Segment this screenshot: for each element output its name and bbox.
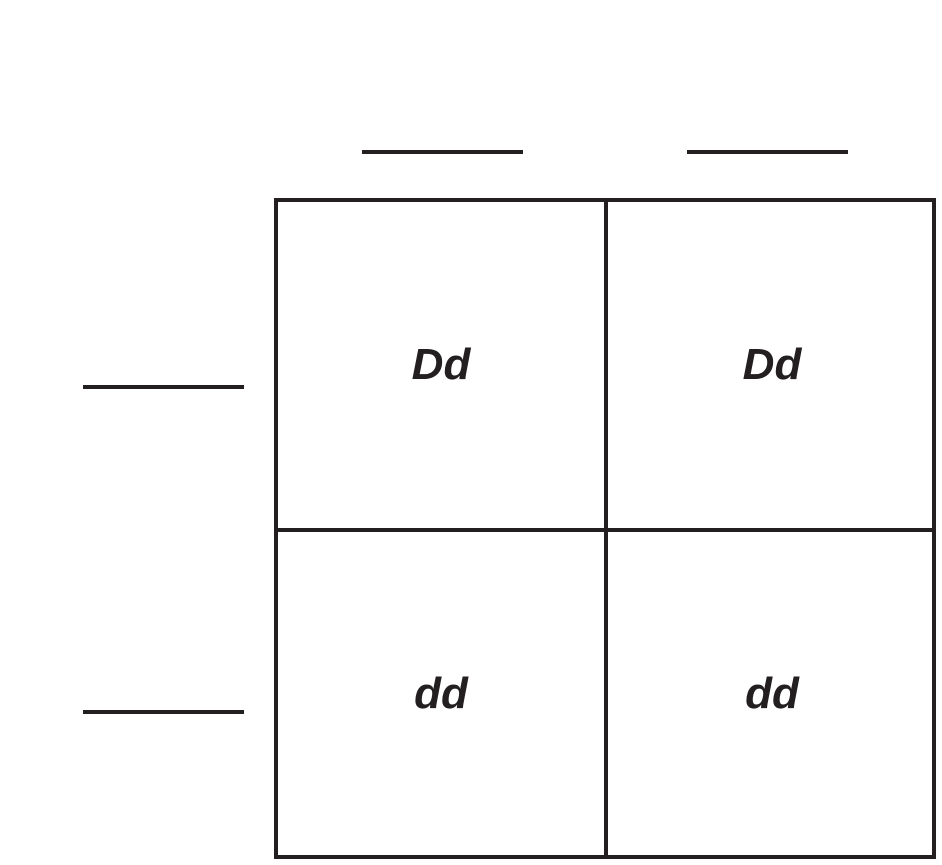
cell-row1-col2-genotype: Dd — [742, 340, 802, 389]
cell-row2-col1-genotype: dd — [414, 668, 468, 718]
column-allele-blank-2 — [687, 150, 848, 154]
row-allele-blank-2 — [83, 710, 244, 714]
cell-row1-col1-genotype: Dd — [411, 340, 471, 389]
cell-row2-col2-genotype: dd — [745, 668, 799, 718]
punnett-square-grid: Dd Dd dd dd — [274, 198, 936, 859]
row-allele-blank-1 — [83, 385, 244, 389]
column-allele-blank-1 — [362, 150, 523, 154]
horizontal-divider — [278, 528, 932, 532]
